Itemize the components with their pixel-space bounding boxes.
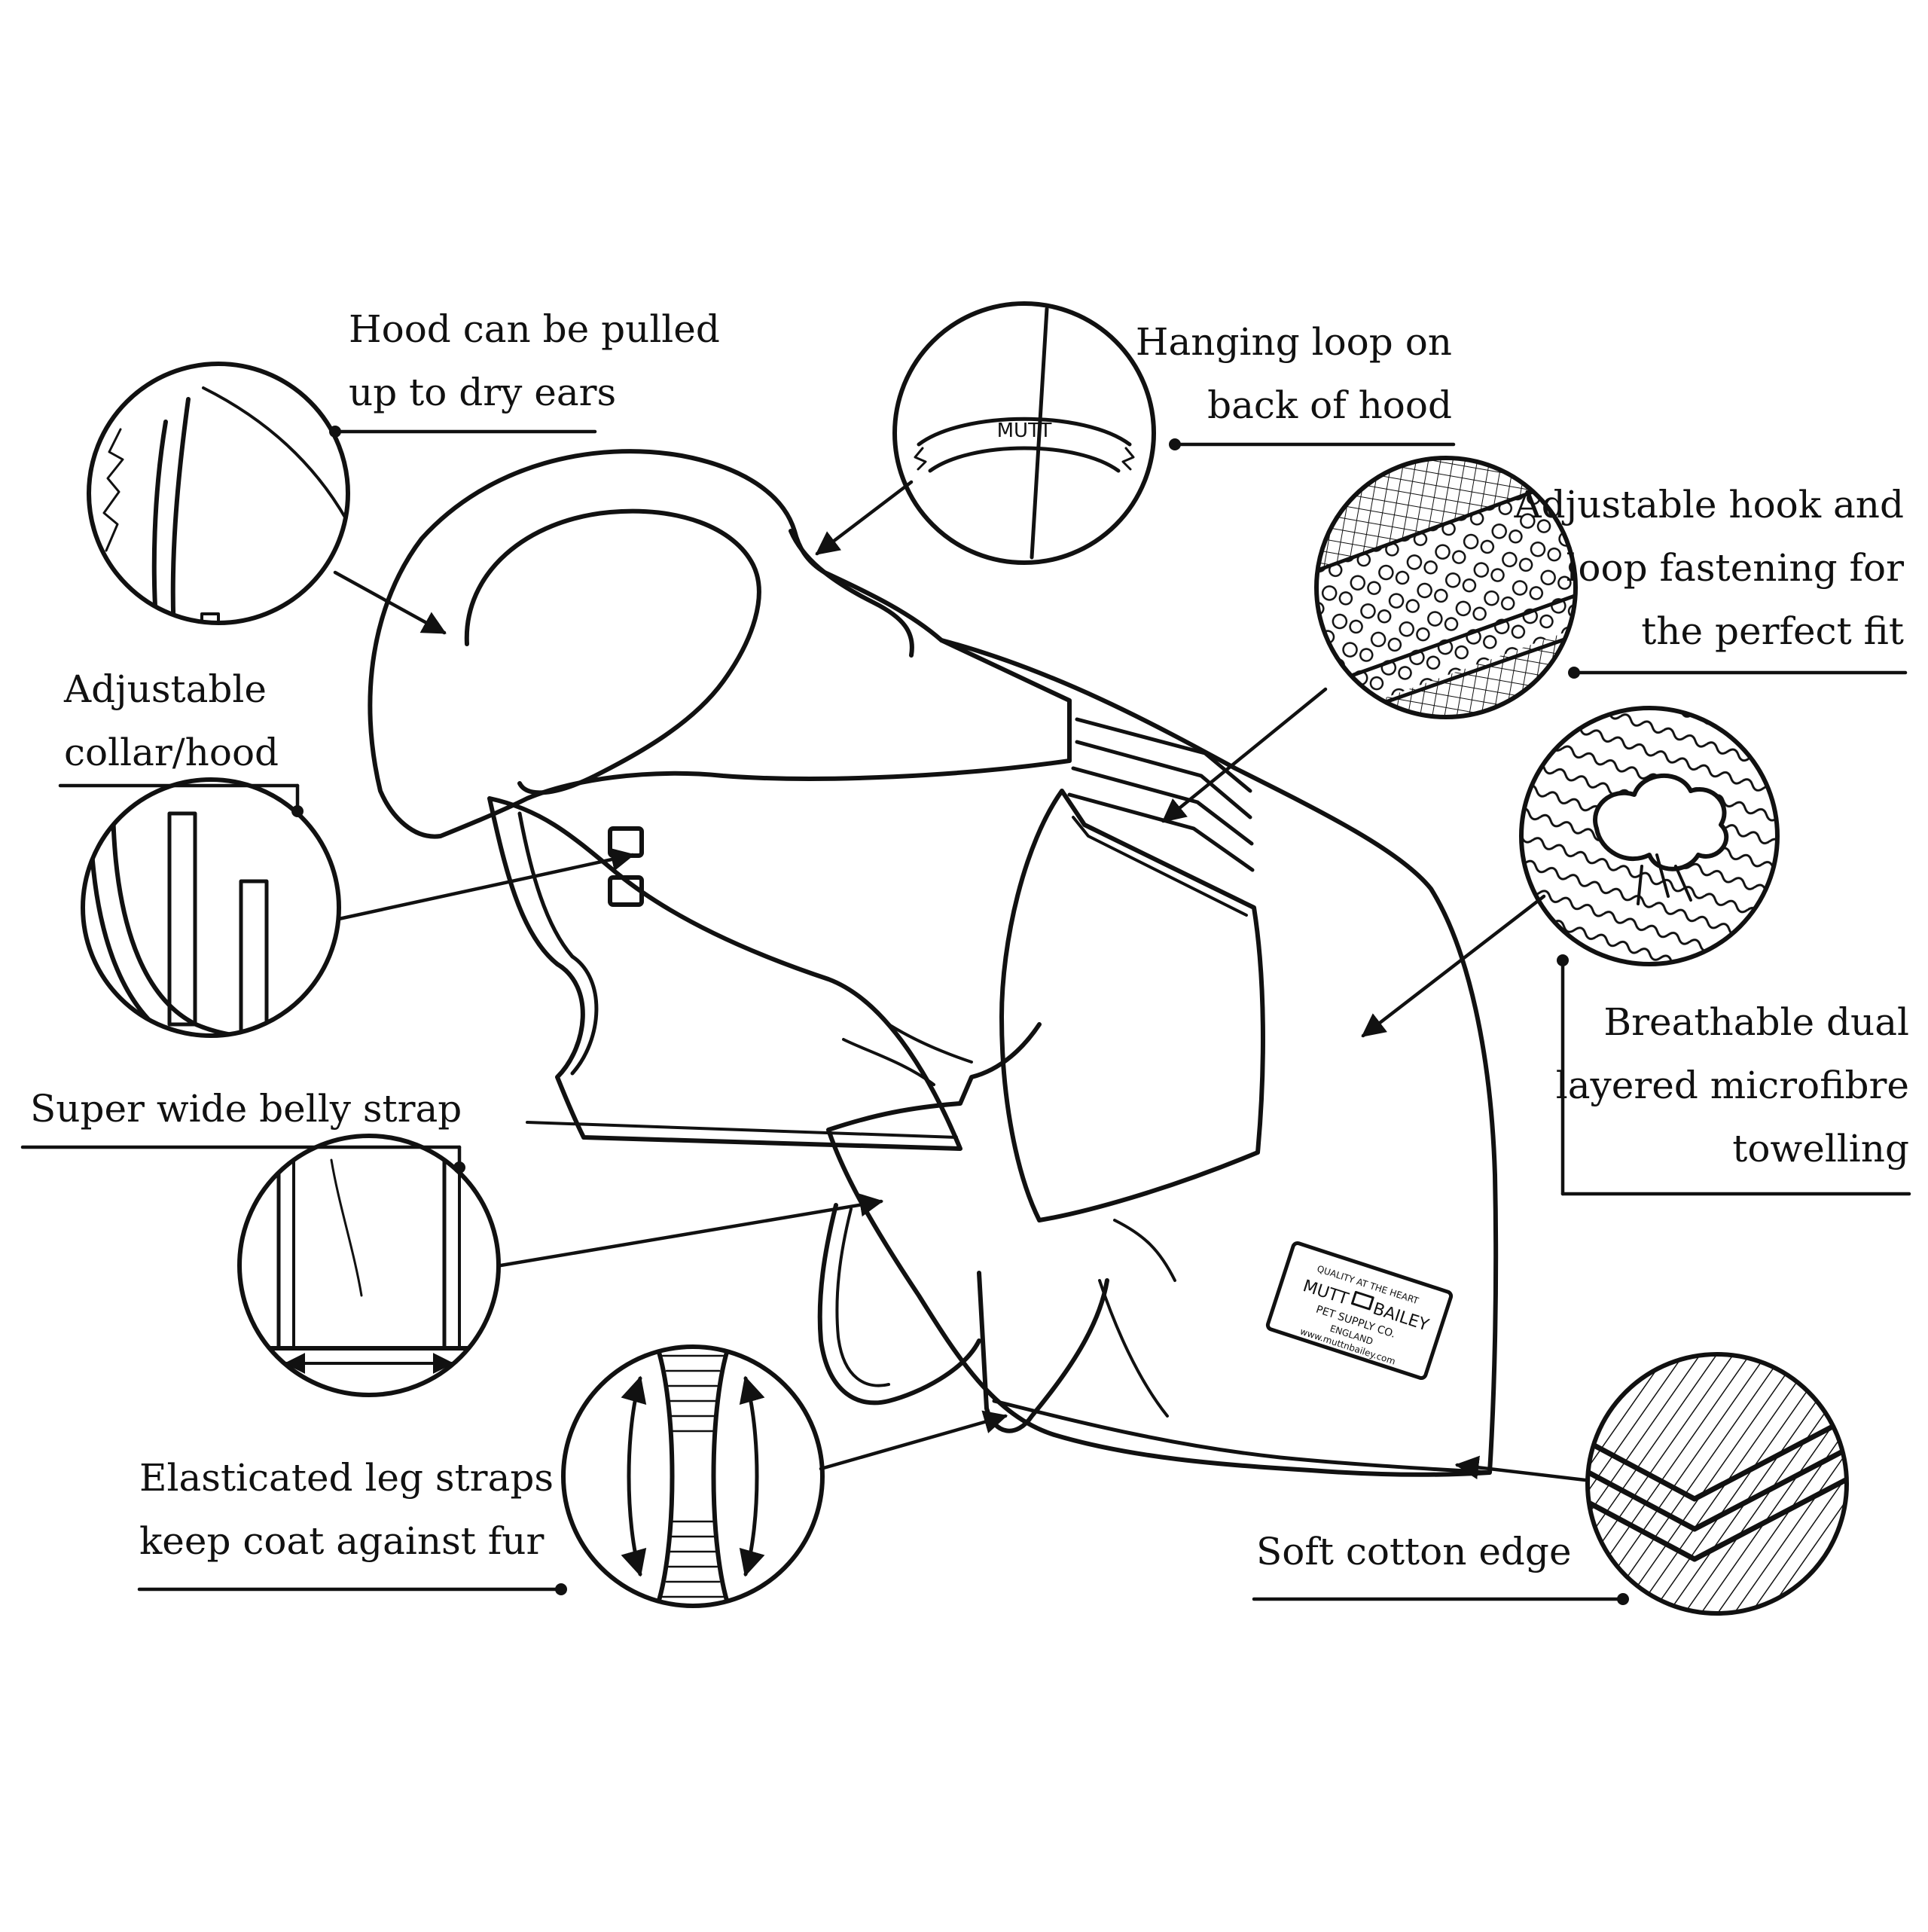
leg-strap-loop — [1098, 1279, 1169, 1418]
detail-circle-hood — [87, 362, 350, 625]
fastening-tab-lower — [608, 875, 644, 907]
callout-towelling-line2: layered microfibre — [1555, 1064, 1909, 1107]
front-panel — [487, 796, 962, 1151]
callout-belly-strap-line1: Super wide belly strap — [30, 1087, 462, 1131]
callout-collar-line2: collar/hood — [64, 731, 279, 774]
hood-inner-fold — [464, 508, 761, 795]
callout-collar: Adjustable collar/hood — [64, 658, 279, 784]
callout-cotton-edge-line1: Soft cotton edge — [1256, 1530, 1572, 1573]
callout-cotton-edge: Soft cotton edge — [1256, 1520, 1572, 1583]
callout-hook-loop-line2: loop fastening for — [1566, 546, 1904, 590]
callout-hood: Hood can be pulled up to dry ears — [349, 298, 720, 424]
leg-strap — [977, 1271, 1109, 1433]
callout-hook-loop-line1: Adjustable hook and — [1514, 483, 1904, 526]
callout-collar-line1: Adjustable — [64, 667, 267, 711]
callout-belly-strap: Super wide belly strap — [30, 1077, 462, 1140]
detail-circle-collar — [81, 777, 341, 1038]
hood-outline — [368, 449, 1072, 839]
belly-strap — [817, 1203, 981, 1406]
detail-circle-hanging-loop: MUTT — [892, 301, 1156, 565]
callout-hanging-loop-line2: back of hood — [1207, 383, 1452, 427]
chest-fold — [526, 1121, 958, 1139]
leader-lines — [20, 426, 1911, 1605]
detail-circle-leg-straps — [561, 1344, 825, 1608]
callout-hanging-loop: Hanging loop on back of hood — [1136, 310, 1452, 437]
callout-hook-loop: Adjustable hook and loop fastening for t… — [1515, 473, 1904, 663]
rear-edge — [992, 1399, 1492, 1475]
detail-circle-towelling — [1519, 706, 1780, 966]
side-panel — [999, 789, 1265, 1222]
callout-hood-line1: Hood can be pulled — [349, 307, 720, 351]
cloud-icon — [1593, 773, 1729, 905]
front-trim — [517, 811, 599, 1076]
coat-body — [826, 638, 1499, 1477]
callout-leg-straps-line2: keep coat against fur — [139, 1519, 545, 1563]
brand-logo-icon — [1350, 1290, 1374, 1311]
collar-ridge — [789, 529, 914, 658]
svg-text:MUTT: MUTT — [997, 420, 1052, 442]
fastening-tab-upper — [608, 826, 644, 858]
callout-towelling-line1: Breathable dual — [1603, 1000, 1909, 1044]
brand-tag: QUALITY AT THE HEART MUTT BAILEY PET SUP… — [1265, 1241, 1454, 1380]
callout-leg-straps: Elasticated leg straps keep coat against… — [139, 1446, 554, 1573]
side-panel-trim — [1072, 816, 1248, 917]
hook-stripe-2 — [1075, 740, 1252, 819]
hook-stripe-4 — [1067, 792, 1255, 872]
dog-coat: QUALITY AT THE HEART MUTT BAILEY PET SUP… — [368, 449, 1499, 1477]
callout-towelling: Breathable dual layered microfibre towel… — [1556, 990, 1909, 1180]
detail-circle-cotton-edge — [1585, 1352, 1849, 1616]
callout-hood-line2: up to dry ears — [349, 371, 617, 414]
callout-hanging-loop-line1: Hanging loop on — [1135, 320, 1452, 364]
hook-stripe-3 — [1071, 766, 1254, 846]
callout-hook-loop-line3: the perfect fit — [1641, 609, 1904, 653]
belly-strap-inner — [835, 1207, 890, 1387]
hook-stripe-1 — [1075, 717, 1252, 793]
callout-leg-straps-line1: Elasticated leg straps — [139, 1456, 554, 1500]
detail-circle-belly-strap — [237, 1134, 501, 1397]
callout-towelling-line3: towelling — [1732, 1127, 1909, 1170]
